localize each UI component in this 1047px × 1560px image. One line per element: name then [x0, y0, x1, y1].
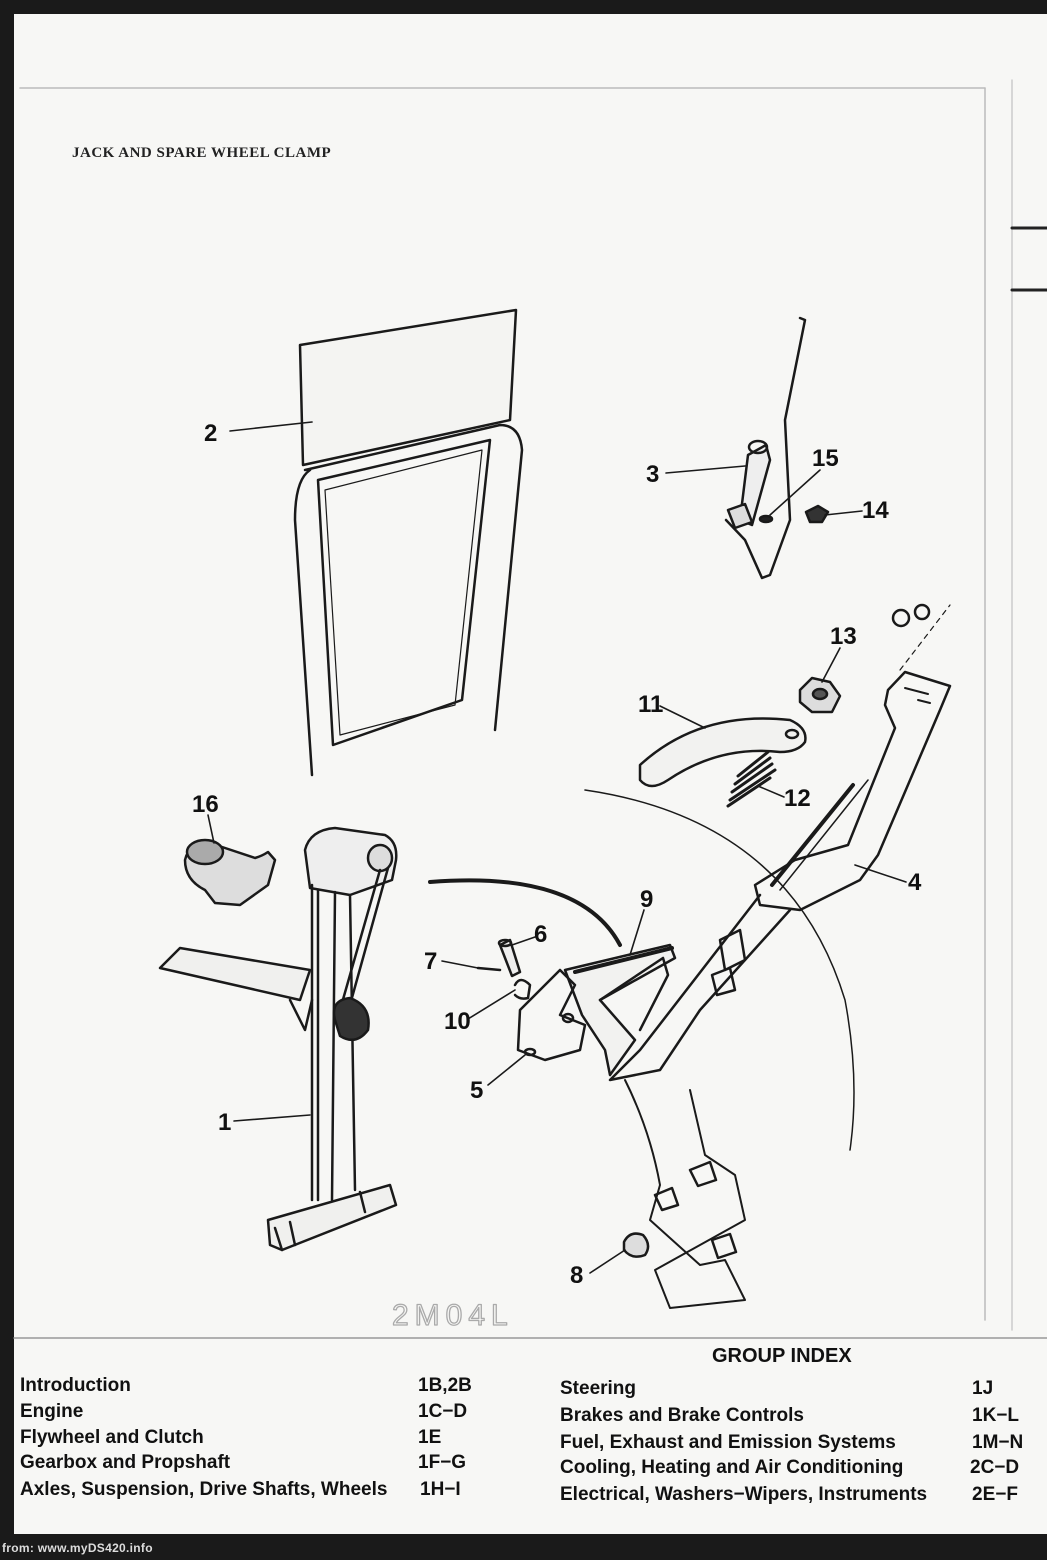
callout-7: 7	[424, 948, 437, 975]
index-item-engine[interactable]: Engine	[20, 1401, 84, 1422]
index-code-steering: 1J	[972, 1378, 994, 1399]
callout-4: 4	[908, 869, 922, 896]
source-footer: from: www.myDS420.info	[2, 1541, 153, 1555]
part-9-clamp-bracket	[563, 943, 677, 1077]
part-2-cover-panel	[293, 308, 524, 777]
callout-10: 10	[444, 1008, 471, 1035]
wheel-rim-arc	[428, 878, 622, 947]
part-3-clamp-rod	[724, 316, 830, 580]
part-8-grommet	[622, 1232, 650, 1258]
callout-6: 6	[534, 921, 547, 948]
callout-11: 11	[638, 691, 663, 718]
part-10-spring-clip	[513, 978, 532, 1000]
part-1-jack	[158, 826, 398, 1252]
index-code-engine: 1C−D	[418, 1401, 468, 1422]
index-code-electrical: 2E−F	[972, 1484, 1018, 1505]
drawing-code: 2M04L	[392, 1299, 514, 1332]
manual-page	[14, 14, 1047, 1534]
index-item-introduction[interactable]: Introduction	[20, 1375, 131, 1396]
callout-14: 14	[862, 497, 889, 524]
index-code-flywheel-clutch: 1E	[418, 1427, 442, 1448]
index-item-brakes[interactable]: Brakes and Brake Controls	[560, 1405, 804, 1426]
index-item-electrical[interactable]: Electrical, Washers−Wipers, Instruments	[560, 1484, 928, 1505]
part-16-wing-nut	[183, 838, 277, 907]
index-code-fuel-exhaust: 1M−N	[972, 1432, 1024, 1453]
index-code-axles-suspension: 1H−I	[420, 1479, 461, 1500]
index-item-axles-suspension[interactable]: Axles, Suspension, Drive Shafts, Wheels	[20, 1479, 388, 1500]
callout-3: 3	[646, 461, 659, 488]
index-item-gearbox-propshaft[interactable]: Gearbox and Propshaft	[20, 1452, 231, 1473]
page-title: JACK AND SPARE WHEEL CLAMP	[72, 145, 332, 161]
part-12-spring	[726, 750, 777, 808]
part-5-clamp-plate	[516, 968, 587, 1062]
spare-wheel-outline	[584, 789, 855, 1151]
index-item-fuel-exhaust[interactable]: Fuel, Exhaust and Emission Systems	[560, 1432, 896, 1453]
index-code-introduction: 1B,2B	[418, 1375, 472, 1396]
index-item-flywheel-clutch[interactable]: Flywheel and Clutch	[20, 1427, 204, 1448]
lower-mounting-bracket	[624, 1079, 746, 1309]
callout-2: 2	[204, 420, 217, 447]
group-index-heading: GROUP INDEX	[712, 1345, 852, 1367]
part-11-strap	[638, 717, 807, 788]
part-4-carrier-bracket	[608, 603, 952, 1082]
index-item-steering[interactable]: Steering	[560, 1378, 637, 1399]
index-item-cooling-heating[interactable]: Cooling, Heating and Air Conditioning	[560, 1457, 904, 1478]
index-code-gearbox-propshaft: 1F−G	[418, 1452, 467, 1473]
callout-8: 8	[570, 1262, 583, 1289]
callout-5: 5	[470, 1077, 483, 1104]
callout-16: 16	[192, 791, 219, 818]
index-code-cooling-heating: 2C−D	[970, 1457, 1020, 1478]
callout-15: 15	[812, 445, 839, 472]
part-6-pin	[497, 938, 522, 978]
part-13-nut	[798, 676, 842, 714]
callout-9: 9	[640, 886, 653, 913]
callout-1: 1	[218, 1109, 231, 1136]
index-code-brakes: 1K−L	[972, 1405, 1019, 1426]
part-7-split-pin	[476, 966, 502, 972]
callout-12: 12	[784, 785, 811, 812]
callout-13: 13	[830, 623, 857, 650]
